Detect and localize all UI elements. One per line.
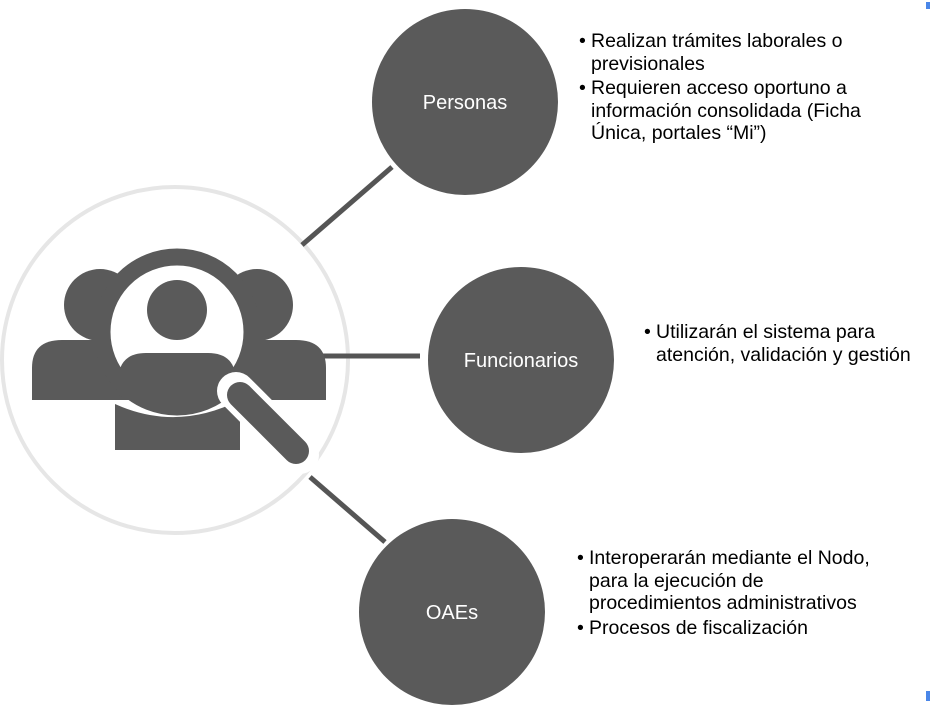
node-oaes-label: OAEs [426,602,478,624]
list-item: •Utilizarán el sistema para atención, va… [644,321,926,366]
list-item: •Requieren acceso oportuno a información… [579,77,879,145]
bullet-dot: • [579,77,586,99]
bullet-dot: • [579,30,586,52]
bullet-text: Realizan trámites laborales o previsiona… [591,30,843,75]
accent-mark-top [926,2,930,9]
bullet-dot: • [577,547,584,569]
funcionarios-bullets: •Utilizarán el sistema para atención, va… [644,321,926,368]
node-oaes: OAEs [359,519,545,705]
node-oaes-circle [359,519,545,705]
connector-oaes [308,475,387,544]
node-personas-circle [372,9,558,195]
oaes-bullets: •Interoperarán mediante el Nodo, para la… [577,547,877,641]
list-item: •Interoperarán mediante el Nodo, para la… [577,547,877,615]
node-funcionarios-label: Funcionarios [464,350,579,372]
list-item: •Realizan trámites laborales o prevision… [579,30,879,75]
node-personas-label: Personas [423,92,508,114]
personas-bullets: •Realizan trámites laborales o prevision… [579,30,879,147]
bullet-text: Procesos de fiscalización [589,616,808,639]
connector-personas [300,165,394,247]
bullet-text: Requieren acceso oportuno a información … [591,77,861,144]
bullet-text: Utilizarán el sistema para atención, val… [656,321,911,366]
node-personas: Personas [372,9,558,195]
list-item: •Procesos de fiscalización [577,617,877,640]
node-funcionarios-circle [428,267,614,453]
bullet-dot: • [644,321,651,343]
node-funcionarios: Funcionarios [428,267,614,453]
accent-mark-bottom [926,691,930,701]
bullet-text: Interoperarán mediante el Nodo, para la … [589,547,870,614]
people-search-icon [32,248,326,474]
bullet-dot: • [577,616,584,639]
